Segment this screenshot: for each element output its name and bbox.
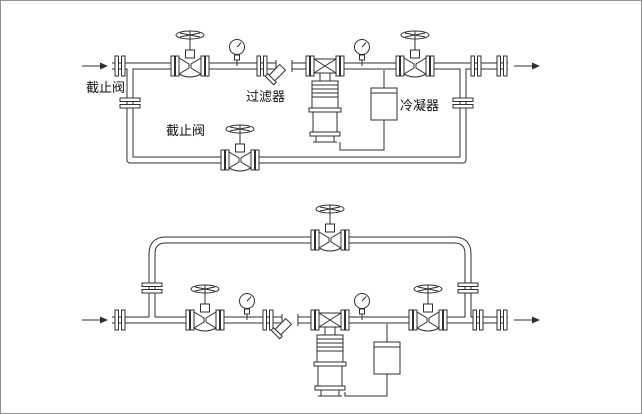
stop-valve (408, 284, 448, 332)
bypass-pipe (126, 66, 467, 164)
inlet-flow-arrow (81, 62, 109, 70)
tee-joint (465, 315, 471, 319)
impulse-line (344, 374, 388, 397)
pressure-gauge (354, 39, 370, 67)
outlet-flow-arrow (513, 316, 541, 324)
stop-valve (170, 30, 210, 78)
label-condenser: 冷凝器 (400, 98, 439, 113)
condenser (370, 87, 398, 121)
inlet-flow-arrow (81, 316, 109, 324)
bypass-stop-valve (310, 204, 350, 252)
top-diagram: 截止阀 过滤器 截止阀 冷凝器 (81, 30, 541, 172)
label-stop-valve-bypass: 截止阀 (166, 123, 205, 138)
pressure-regulator (310, 309, 350, 397)
stop-valve (395, 30, 435, 78)
condenser (373, 341, 401, 375)
bottom-diagram (81, 204, 541, 397)
label-stop-valve-main: 截止阀 (86, 80, 125, 95)
pressure-gauge (229, 39, 245, 67)
bypass-pipe (148, 236, 472, 320)
label-filter: 过滤器 (246, 89, 285, 104)
impulse-line (339, 120, 385, 151)
stop-valve (185, 284, 225, 332)
pressure-regulator (305, 55, 345, 143)
pressure-gauge (239, 293, 255, 321)
bypass-stop-valve (220, 124, 260, 172)
tee-joint (460, 68, 466, 71)
tee-joint (127, 68, 133, 71)
tee-joint (149, 315, 155, 319)
outlet-flow-arrow (513, 62, 541, 70)
pressure-gauge (354, 293, 370, 321)
